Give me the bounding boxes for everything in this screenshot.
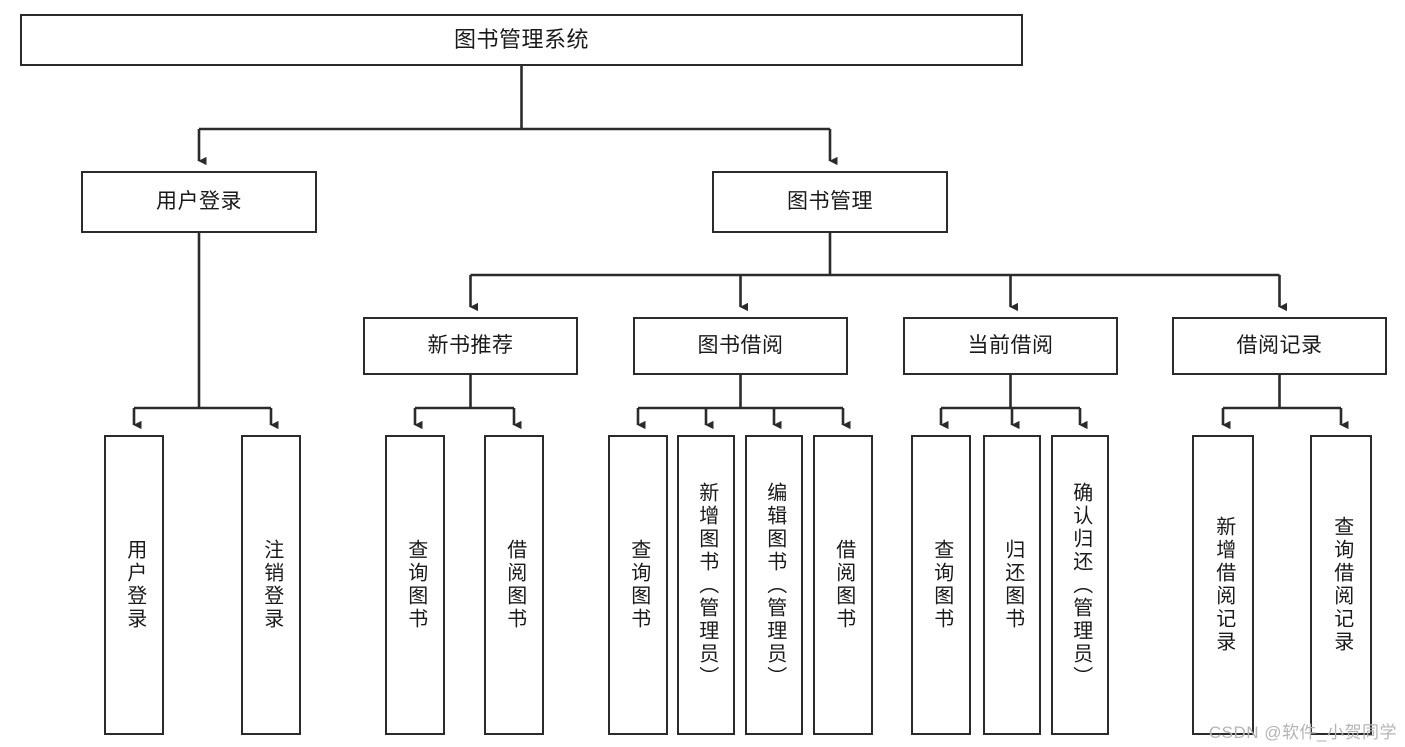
node-label: 归还图书: [1001, 539, 1024, 631]
node-label: 借阅图书: [832, 539, 855, 631]
node-l_re_add[interactable]: 新增借阅记录: [1192, 435, 1254, 735]
node-label: 查询图书: [627, 539, 650, 631]
node-l_logout[interactable]: 注销登录: [241, 435, 301, 735]
node-label: 新增图书（管理员）: [695, 481, 718, 689]
node-label: 图书管理系统: [453, 27, 589, 53]
node-label: 借阅图书: [503, 539, 526, 631]
node-label: 借阅记录: [1236, 333, 1323, 357]
node-l_bo_query[interactable]: 查询图书: [608, 435, 668, 735]
node-label: 查询借阅记录: [1330, 516, 1353, 654]
node-l_cu_conf[interactable]: 确认归还（管理员）: [1051, 435, 1109, 735]
node-label: 查询图书: [404, 539, 427, 631]
node-label: 图书管理: [787, 189, 873, 213]
node-l_re_query[interactable]: 查询借阅记录: [1310, 435, 1372, 735]
node-l_nb_query[interactable]: 查询图书: [385, 435, 445, 735]
node-borrow[interactable]: 图书借阅: [633, 317, 848, 375]
node-label: 确认归还（管理员）: [1069, 481, 1092, 689]
node-label: 当前借阅: [967, 333, 1054, 357]
node-root[interactable]: 图书管理系统: [20, 14, 1023, 66]
node-l_cu_query[interactable]: 查询图书: [911, 435, 971, 735]
node-login[interactable]: 用户登录: [81, 171, 317, 233]
node-label: 注销登录: [260, 539, 283, 631]
node-label: 新书推荐: [427, 333, 514, 357]
node-label: 查询图书: [930, 539, 953, 631]
node-label: 编辑图书（管理员）: [763, 481, 786, 689]
node-label: 用户登录: [156, 189, 242, 213]
watermark-text: CSDN @软件_小贺同学: [1208, 723, 1397, 742]
node-label: 用户登录: [123, 539, 146, 631]
node-newbook[interactable]: 新书推荐: [363, 317, 578, 375]
node-label: 图书借阅: [697, 333, 784, 357]
node-l_cu_return[interactable]: 归还图书: [983, 435, 1041, 735]
node-bookmgmt[interactable]: 图书管理: [712, 171, 948, 233]
node-records[interactable]: 借阅记录: [1172, 317, 1387, 375]
node-l_bo_add[interactable]: 新增图书（管理员）: [677, 435, 735, 735]
node-l_login[interactable]: 用户登录: [104, 435, 164, 735]
node-l_bo_edit[interactable]: 编辑图书（管理员）: [745, 435, 803, 735]
node-l_bo_borrow[interactable]: 借阅图书: [813, 435, 873, 735]
node-label: 新增借阅记录: [1212, 516, 1235, 654]
node-current[interactable]: 当前借阅: [903, 317, 1118, 375]
node-l_nb_borrow[interactable]: 借阅图书: [484, 435, 544, 735]
